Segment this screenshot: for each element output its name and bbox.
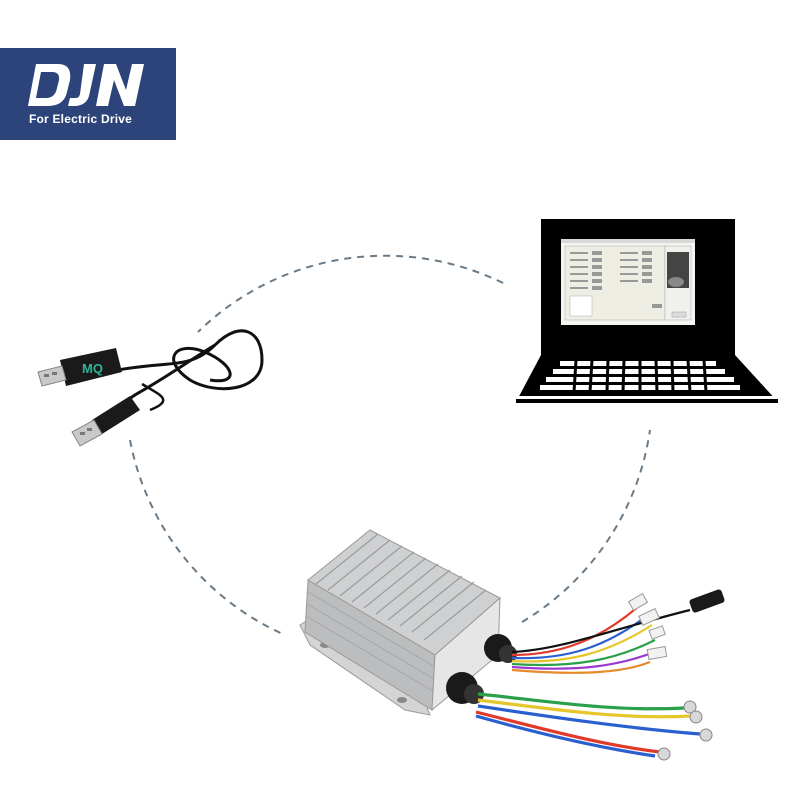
usb-plug-bottom (71, 396, 140, 447)
dc-jack (689, 589, 725, 613)
laptop (516, 219, 778, 403)
brand-tagline: For Electric Drive (29, 112, 132, 126)
usb-cable: MQ (37, 329, 264, 447)
cable-print: MQ (82, 361, 103, 376)
brand-logo-mark (28, 64, 144, 106)
brand-logo: For Electric Drive (0, 48, 176, 140)
usb-plug-top: MQ (37, 348, 122, 387)
motor-controller (299, 529, 725, 761)
laptop-screen (561, 239, 695, 325)
dashed-connection-circle (129, 254, 651, 636)
ring-terminals (657, 700, 713, 761)
